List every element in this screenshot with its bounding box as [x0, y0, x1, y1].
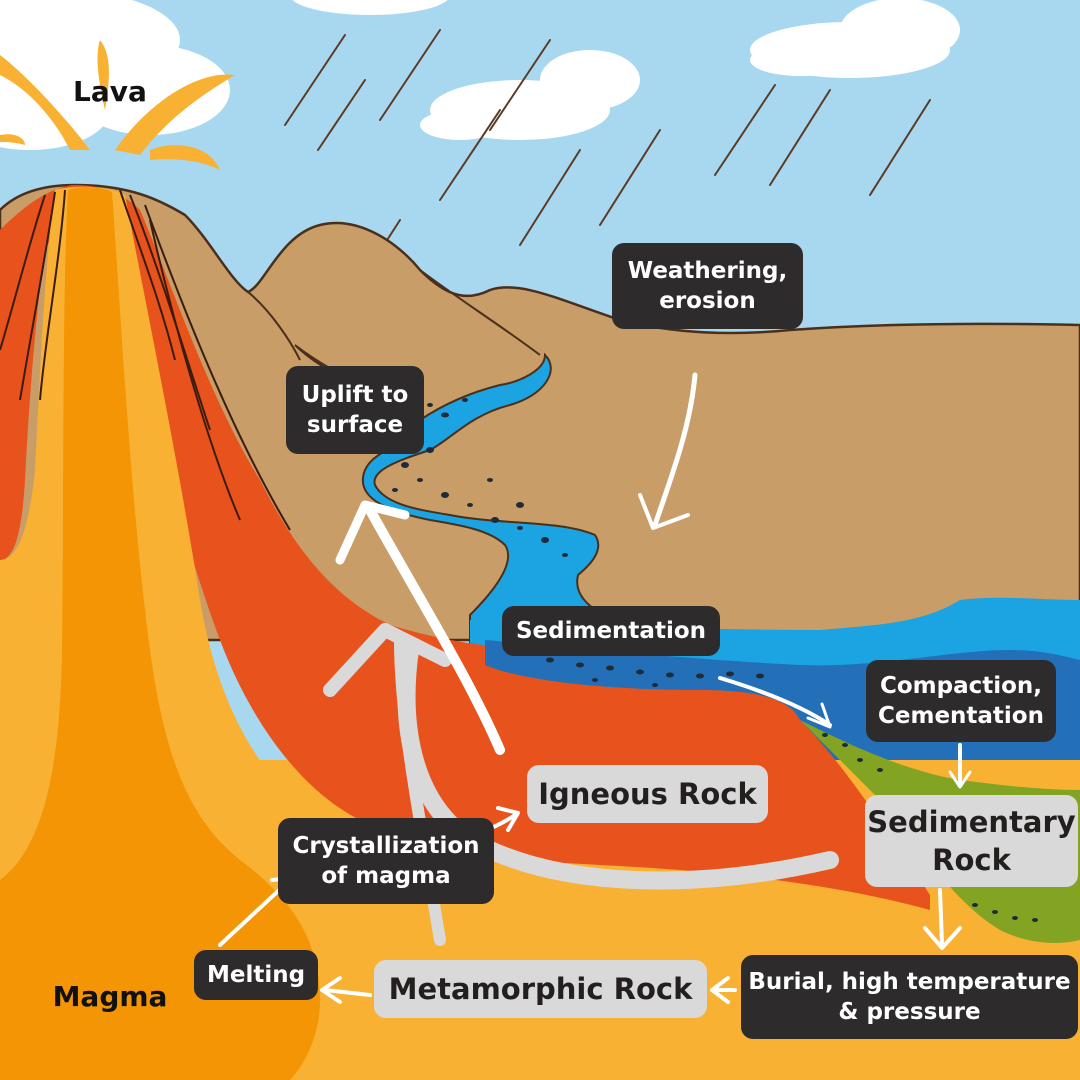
weathering-erosion-label: Weathering, erosion [612, 243, 803, 329]
compaction-cementation-label: Compaction, Cementation [866, 660, 1056, 742]
mountain-ridge-line [247, 291, 301, 361]
lava-splash-icon [0, 40, 235, 170]
mountain-ridge-line [419, 269, 541, 356]
igneous-rock-label: Igneous Rock [527, 765, 768, 823]
melting-label: Melting [194, 950, 318, 1000]
cloud-icon [292, 0, 448, 15]
sediment-particles [392, 398, 1038, 922]
cloud-icon [750, 0, 960, 78]
magma-conduit [0, 187, 320, 1080]
sedimentary-rock-label: Sedimentary Rock [865, 795, 1078, 887]
lava-label: Lava [73, 74, 147, 108]
igneous-layer [0, 190, 55, 560]
flow-arrows [218, 372, 972, 1004]
sedimentation-label: Sedimentation [502, 606, 720, 656]
burial-high-temperature-pressure-label: Burial, high temperature & pressure [741, 955, 1078, 1039]
cloud-icon [420, 50, 640, 140]
crystallization-of-magma-label: Crystallization of magma [278, 818, 494, 904]
metamorphic-rock-label: Metamorphic Rock [374, 960, 707, 1018]
uplift-to-surface-label: Uplift to surface [286, 366, 424, 454]
igneous-layer [0, 185, 930, 910]
volcano-ridge-lines [0, 189, 291, 531]
magma-label: Magma [52, 979, 168, 1013]
